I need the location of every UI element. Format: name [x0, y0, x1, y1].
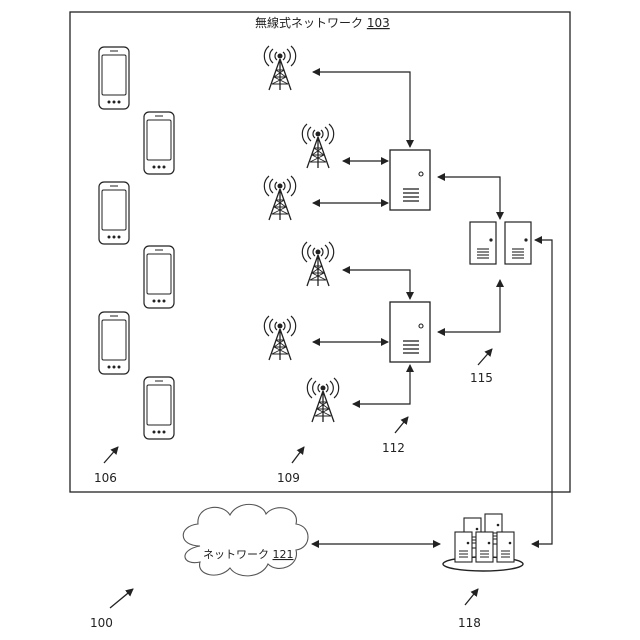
server-icon: [390, 150, 430, 210]
network-label: ネットワーク 121: [203, 548, 294, 561]
server-icon: [470, 222, 496, 264]
server-cluster-icon: [443, 514, 523, 571]
smartphone-icon: [99, 312, 129, 374]
cell-tower-icon: [307, 378, 338, 422]
access-servers-ref-label: 112: [382, 441, 405, 455]
smartphone-icon: [99, 47, 129, 109]
smartphone-icon: [99, 182, 129, 244]
phone-group: [99, 47, 174, 439]
cell-tower-icon: [302, 242, 333, 286]
cell-tower-icon: [264, 46, 295, 90]
phones-ref-label: 106: [94, 471, 117, 485]
cell-tower-icon: [302, 124, 333, 168]
smartphone-icon: [144, 112, 174, 174]
cell-tower-icon: [264, 176, 295, 220]
smartphone-icon: [144, 377, 174, 439]
system-ref-label: 100: [90, 616, 113, 630]
datacenter-ref-label: 118: [458, 616, 481, 630]
cell-tower-icon: [264, 316, 295, 360]
wireless-network-label: 無線式ネットワーク 103: [255, 15, 390, 30]
smartphone-icon: [144, 246, 174, 308]
cloud-icon: [183, 504, 308, 576]
towers-ref-label: 109: [277, 471, 300, 485]
server-icon: [390, 302, 430, 362]
connections: [312, 72, 552, 544]
server-icon: [505, 222, 531, 264]
tower-group: [264, 46, 338, 422]
backend-servers-ref-label: 115: [470, 371, 493, 385]
